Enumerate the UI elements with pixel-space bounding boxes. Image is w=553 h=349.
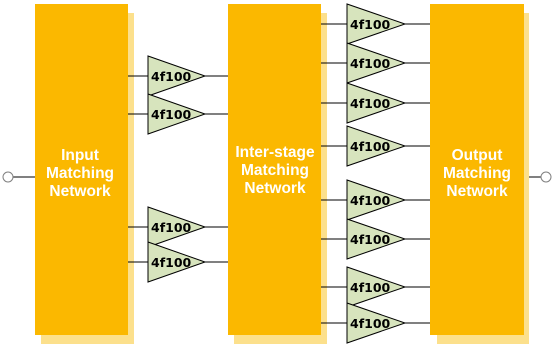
amplifier-label: 4f100 <box>350 139 391 154</box>
amplifier-label: 4f100 <box>350 316 391 331</box>
stage2-amplifier: 4f100 <box>321 42 430 84</box>
stage1-amplifier: 4f100 <box>128 93 228 135</box>
amplifier-label: 4f100 <box>350 193 391 208</box>
interstage-block-body <box>228 4 321 335</box>
stage1-amplifier: 4f100 <box>128 206 228 248</box>
output-port-icon <box>540 171 552 183</box>
stage1-amplifier-group: 4f100 4f100 4f100 4f100 <box>128 55 228 283</box>
amplifier-triangle-icon <box>346 82 407 124</box>
stage2-amplifier: 4f100 <box>321 3 430 45</box>
amplifier-triangle-icon <box>147 206 207 248</box>
input-port-icon <box>2 171 14 183</box>
stage1-amplifier: 4f100 <box>128 241 228 283</box>
amplifier-triangle-icon <box>346 179 407 221</box>
stage2-amplifier: 4f100 <box>321 179 430 221</box>
stage1-amplifier: 4f100 <box>128 55 228 97</box>
interstage-block-line-2: Matching <box>241 162 309 179</box>
interstage-matching-network-block: Inter-stage Matching Network <box>228 4 327 344</box>
stage2-amplifier: 4f100 <box>321 82 430 124</box>
input-block-body <box>35 4 128 335</box>
stage2-amplifier: 4f100 <box>321 125 430 167</box>
amplifier-label: 4f100 <box>350 17 391 32</box>
amplifier-label: 4f100 <box>151 69 192 84</box>
input-block-line-3: Network <box>49 183 111 200</box>
amplifier-label: 4f100 <box>151 220 192 235</box>
amplifier-triangle-icon <box>346 218 407 260</box>
amplifier-triangle-icon <box>147 241 207 283</box>
stage2-amplifier: 4f100 <box>321 266 430 308</box>
amplifier-label: 4f100 <box>151 255 192 270</box>
interstage-block-line-3: Network <box>244 180 306 197</box>
amplifier-triangle-icon <box>147 93 207 135</box>
amplifier-triangle-icon <box>346 3 407 45</box>
output-block-line-1: Output <box>452 147 503 164</box>
stage2-amplifier: 4f100 <box>321 302 430 344</box>
interstage-block-line-1: Inter-stage <box>235 144 315 161</box>
output-block-line-2: Matching <box>443 165 511 182</box>
output-matching-network-block: Output Matching Network <box>430 4 529 344</box>
amplifier-triangle-icon <box>346 42 407 84</box>
output-block-line-3: Network <box>446 183 508 200</box>
stage2-amplifier: 4f100 <box>321 218 430 260</box>
input-block-line-1: Input <box>61 147 99 164</box>
amplifier-label: 4f100 <box>151 107 192 122</box>
amplifier-triangle-icon <box>147 55 207 97</box>
amplifier-triangle-icon <box>346 125 407 167</box>
stage2-amplifier-group: 4f100 4f100 4f100 4f100 4f100 <box>321 3 430 344</box>
amplifier-label: 4f100 <box>350 56 391 71</box>
input-matching-network-block: Input Matching Network <box>35 4 134 344</box>
amplifier-label: 4f100 <box>350 96 391 111</box>
amplifier-label: 4f100 <box>350 280 391 295</box>
amplifier-triangle-icon <box>346 266 407 308</box>
output-block-body <box>430 4 524 335</box>
amplifier-label: 4f100 <box>350 232 391 247</box>
input-block-line-2: Matching <box>46 165 114 182</box>
amplifier-triangle-icon <box>346 302 407 344</box>
